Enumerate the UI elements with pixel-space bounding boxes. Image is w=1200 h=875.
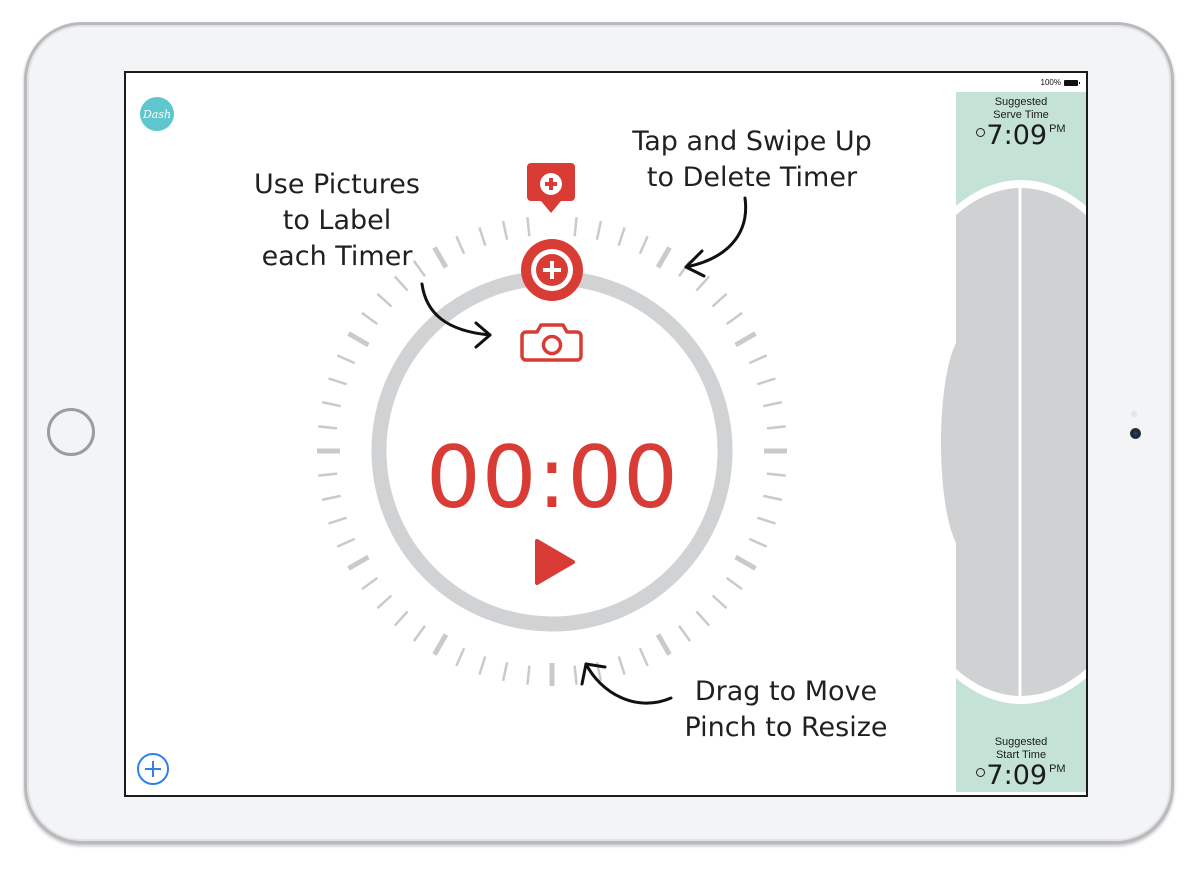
annotation-line: Drag to Move xyxy=(694,676,878,707)
app-screen: Dash xyxy=(124,71,1088,797)
clock-icon xyxy=(976,768,986,777)
play-icon[interactable] xyxy=(535,539,575,585)
annotation-line: each Timer xyxy=(261,241,413,272)
front-camera xyxy=(1130,428,1141,439)
start-ampm: PM xyxy=(1049,763,1066,775)
arrow-to-dial-bottom xyxy=(580,662,673,705)
plus-icon xyxy=(145,761,161,777)
annotation-line: Use Pictures xyxy=(254,169,420,200)
timer-dial[interactable] xyxy=(126,73,956,797)
heading-line: Suggested xyxy=(994,736,1048,748)
annotation-pictures: Use Pictures to Label each Timer xyxy=(232,167,442,275)
timer-display[interactable]: 00:00 xyxy=(426,428,679,528)
annotation-line: Tap and Swipe Up xyxy=(632,126,872,157)
ambient-sensor xyxy=(1131,411,1137,417)
start-time: 7:09 xyxy=(986,760,1048,791)
add-timer-button[interactable] xyxy=(137,753,169,785)
timeline-shape xyxy=(956,180,1086,704)
clock-icon xyxy=(976,128,986,137)
home-button[interactable] xyxy=(47,408,95,456)
arrow-to-delete xyxy=(684,196,748,278)
camera-icon[interactable] xyxy=(520,323,583,362)
arrow-to-camera xyxy=(420,282,492,349)
heading-line: Suggested xyxy=(994,96,1048,108)
plus-pin-icon[interactable] xyxy=(527,163,575,213)
serve-ampm: PM xyxy=(1049,123,1066,135)
annotation-delete: Tap and Swipe Up to Delete Timer xyxy=(602,124,902,196)
serve-time-heading: Suggested Serve Time xyxy=(956,96,1086,122)
battery-icon xyxy=(1064,79,1080,86)
dash-logo[interactable]: Dash xyxy=(140,97,174,131)
battery-percent: 100% xyxy=(1040,78,1061,87)
dial-ticks xyxy=(317,217,787,686)
plus-circle-icon[interactable] xyxy=(521,239,583,301)
annotation-line: to Delete Timer xyxy=(646,162,858,193)
annotation-line: Pinch to Resize xyxy=(684,712,888,743)
annotation-move: Drag to Move Pinch to Resize xyxy=(656,674,916,746)
timeline-bulge-left xyxy=(941,343,956,543)
serve-time: 7:09 xyxy=(986,120,1048,151)
heading-line: Serve Time xyxy=(993,109,1049,121)
start-time-heading: Suggested Start Time xyxy=(956,736,1086,762)
annotation-line: to Label xyxy=(282,205,392,236)
logo-text: Dash xyxy=(142,107,172,121)
status-bar-battery: 100% xyxy=(1040,78,1080,87)
heading-line: Start Time xyxy=(995,749,1047,761)
timeline-bulge xyxy=(956,92,1086,792)
